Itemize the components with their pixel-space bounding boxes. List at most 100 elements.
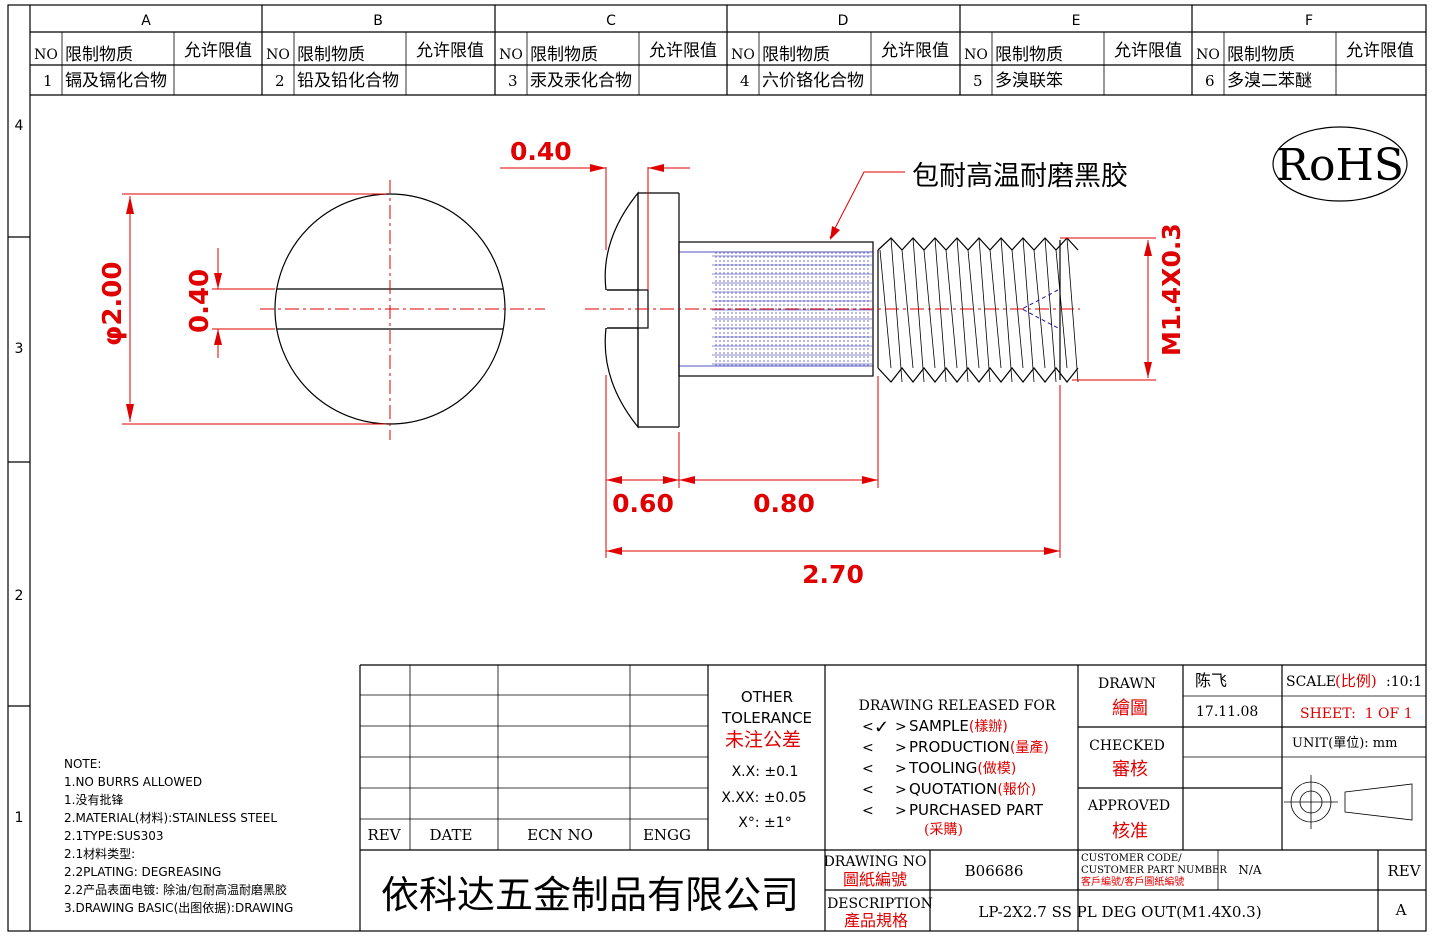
ecn-header: ECN NO	[527, 826, 593, 844]
note-line: 2.1TYPE:SUS303	[64, 829, 164, 843]
checked-label: CHECKED	[1089, 738, 1165, 754]
release-label: PURCHASED PART	[909, 801, 1044, 819]
limit-header: 允许限值	[416, 41, 484, 61]
release-option: < >PRODUCTION(量產)	[862, 738, 1049, 756]
no-header: NO	[499, 47, 523, 63]
no-header: NO	[34, 47, 58, 63]
zone-label-4: 4	[15, 118, 24, 134]
scale-label: SCALE	[1286, 674, 1336, 690]
substance-no: 3	[508, 72, 518, 90]
substance-no: 4	[740, 72, 750, 90]
zone-label-c: C	[606, 13, 616, 29]
drawn-label: DRAWN	[1098, 676, 1156, 692]
dim-shank-length: 0.80	[753, 489, 815, 518]
no-header: NO	[1196, 47, 1220, 63]
release-bracket: <	[862, 761, 874, 777]
substance-name: 铅及铅化合物	[297, 71, 399, 91]
rev-label: REV	[1387, 862, 1421, 880]
release-bracket: >	[895, 719, 907, 735]
drawing-border	[7, 4, 1427, 932]
release-bracket: <	[862, 740, 874, 756]
zone-label-a: A	[141, 13, 151, 29]
release-option: < >TOOLING(做模)	[862, 759, 1016, 777]
zone-label-1: 1	[15, 810, 24, 826]
no-header: NO	[964, 47, 988, 63]
substance-no: 6	[1205, 72, 1215, 90]
description-label: DESCRIPTION	[827, 896, 933, 912]
approved-label-cn: 核准	[1112, 821, 1148, 842]
no-header: NO	[266, 47, 290, 63]
tolerance-title-cn: 未注公差	[725, 729, 801, 751]
rohs-badge: RoHS	[1272, 126, 1408, 202]
substance-no: 2	[275, 72, 285, 90]
title-block: REV DATE ECN NO ENGG OTHER TOLERANCE 未注公…	[359, 664, 1426, 931]
substance-no: 5	[973, 72, 983, 90]
customer-label-2: CUSTOMER PART NUMBER	[1081, 865, 1227, 876]
release-bracket: <	[862, 719, 874, 735]
zone-label-f: F	[1305, 13, 1313, 29]
sheet-info: SHEET: 1 OF 1	[1300, 706, 1413, 722]
limit-header: 允许限值	[881, 41, 949, 61]
substance-header: 限制物质	[995, 45, 1063, 65]
release-label: TOOLING(做模)	[908, 759, 1016, 777]
release-bracket: >	[895, 761, 907, 777]
approved-label: APPROVED	[1087, 798, 1170, 814]
checked-label-cn: 審核	[1112, 759, 1148, 780]
rohs-label: RoHS	[1276, 140, 1404, 191]
dim-thread: M1.4X0.3	[1157, 223, 1186, 356]
note-line: 2.2PLATING: DEGREASING	[64, 865, 221, 879]
limit-header: 允许限值	[1114, 41, 1182, 61]
note-line: 1.NO BURRS ALLOWED	[64, 775, 202, 789]
release-option: <>QUOTATION(報价)	[862, 780, 1036, 798]
side-view-dimensions: 0.40 0.60 0.80 2.70 M1.4X0.3	[500, 137, 1186, 589]
substance-name: 多溴联笨	[995, 71, 1063, 91]
rev-value: A	[1395, 901, 1407, 919]
drawn-label-cn: 繪圖	[1112, 698, 1148, 719]
release-bracket: >	[895, 803, 907, 819]
coating-callout: 包耐高温耐磨黑胶	[912, 161, 1128, 192]
substance-no: 1	[43, 72, 53, 90]
screw-side-view	[585, 191, 1080, 429]
projection-symbol-icon	[1284, 775, 1413, 829]
engg-header: ENGG	[643, 826, 691, 844]
drawing-number: B06686	[965, 862, 1024, 880]
drawn-by: 陈飞	[1195, 671, 1227, 690]
note-line: 2.2产品表面电镀: 除油/包耐高温耐磨黑胶	[64, 882, 287, 897]
release-label: SAMPLE(樣辦)	[909, 717, 1008, 735]
tolerance-xx: X.X: ±0.1	[732, 764, 799, 780]
substance-header: 限制物质	[297, 45, 365, 65]
release-title: DRAWING RELEASED FOR	[859, 698, 1056, 714]
description-label-cn: 產品規格	[844, 911, 908, 930]
release-bracket: >	[895, 740, 907, 756]
release-label-cn: (采購)	[924, 822, 963, 838]
release-bracket: >	[895, 782, 907, 798]
zone-label-3: 3	[15, 341, 24, 357]
substance-name: 镉及镉化合物	[65, 71, 167, 91]
customer-label-1: CUSTOMER CODE/	[1081, 853, 1182, 864]
unit-info: UNIT(單位): mm	[1292, 736, 1397, 751]
release-label: QUOTATION(報价)	[909, 780, 1036, 798]
tolerance-xxx: X.XX: ±0.05	[721, 790, 806, 806]
note-line: 1.没有批锋	[64, 792, 123, 807]
release-check-icon: ✓	[874, 717, 889, 738]
customer-label-cn: 客戶編號/客戶圖紙編號	[1081, 875, 1184, 888]
note-line: NOTE:	[64, 757, 101, 771]
zone-label-2: 2	[15, 588, 24, 604]
release-bracket: <	[862, 803, 874, 819]
customer-value: N/A	[1238, 863, 1262, 877]
zone-label-d: D	[838, 13, 849, 29]
release-label: PRODUCTION(量產)	[909, 738, 1049, 756]
rev-header: REV	[367, 826, 401, 844]
limit-header: 允许限值	[184, 41, 252, 61]
tolerance-title-2: TOLERANCE	[721, 709, 812, 727]
row-zones: 4 3 2 1	[8, 118, 30, 826]
notes: NOTE:1.NO BURRS ALLOWED1.没有批锋2.MATERIAL(…	[64, 757, 293, 915]
no-header: NO	[731, 47, 755, 63]
scale-label-cn: (比例)	[1335, 672, 1377, 690]
